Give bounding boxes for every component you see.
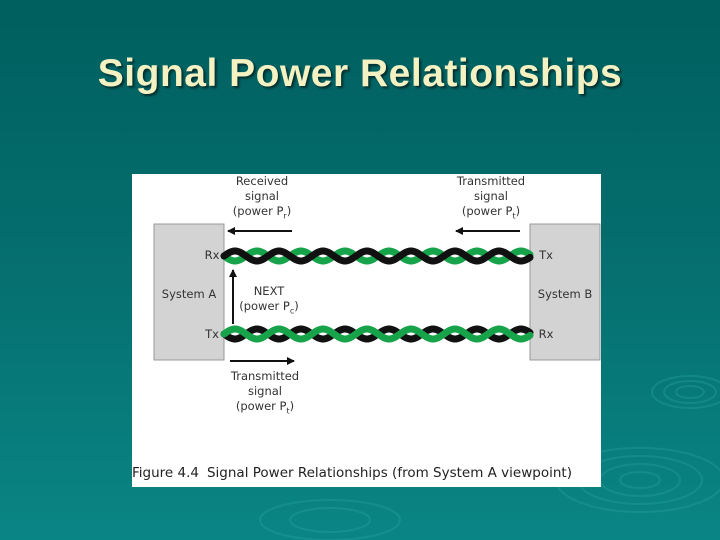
- figure-caption: Figure 4.4 Signal Power Relationships (fr…: [132, 465, 601, 485]
- system-b-box: [529, 223, 601, 361]
- figure: Rx System A Tx Tx System B Rx Received s…: [132, 174, 601, 487]
- system-a-tx-label: Tx: [205, 327, 219, 341]
- system-b-rx-label: Rx: [538, 327, 554, 341]
- figure-number: Figure 4.4: [132, 465, 199, 481]
- figure-caption-text: Signal Power Relationships (from System …: [206, 465, 572, 481]
- top-twisted-pair: [220, 247, 534, 265]
- top-wire-black: [220, 247, 534, 265]
- next-label: NEXT (power Pc): [239, 284, 299, 316]
- system-a-box: [153, 223, 225, 361]
- received-signal-label: Received signal (power Pr): [232, 174, 292, 221]
- transmitted-signal-bottom-label: Transmitted signal (power Pt): [230, 369, 300, 416]
- system-a-rx-label: Rx: [204, 248, 220, 262]
- transmitted-signal-top-label: Transmitted signal (power Pt): [456, 174, 526, 221]
- bottom-wire-green: [220, 325, 534, 343]
- bottom-twisted-pair: [220, 325, 534, 343]
- slide-title: Signal Power Relationships: [97, 52, 623, 95]
- figure-diagram: [153, 223, 601, 365]
- system-b-tx-label: Tx: [539, 248, 553, 262]
- system-b-label: System B: [537, 287, 593, 301]
- system-a-label: System A: [161, 287, 217, 301]
